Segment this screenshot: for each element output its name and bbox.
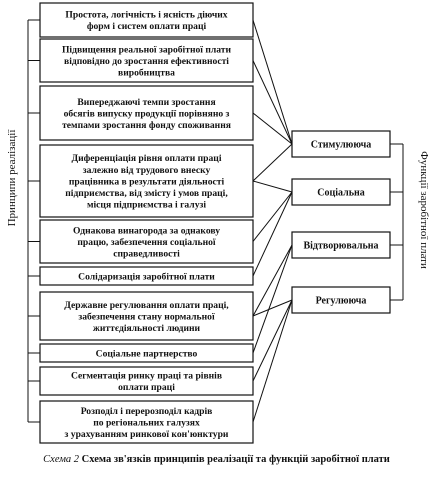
principle-box [39, 343, 254, 363]
connector-line [252, 180, 293, 193]
principle-box [39, 144, 254, 218]
function-3: Відтворювальна [291, 231, 391, 259]
principle-text-line: залежно від трудового внеску [83, 165, 211, 176]
principle-7: Державне регулювання оплати праці,забезп… [39, 291, 254, 341]
principle-text-line: працю, забезпечення соціальної [77, 237, 216, 248]
connectors [27, 19, 404, 423]
principle-text-line: відповідно до зростання ефективності [64, 56, 229, 67]
principle-box [39, 291, 254, 341]
principle-text-line: Соціальне партнерство [96, 348, 198, 359]
principle-box [39, 38, 254, 83]
principle-box [39, 366, 254, 396]
principle-box [39, 85, 254, 141]
caption: Схема 2 Схема зв'язків принципів реаліза… [0, 454, 433, 465]
function-2: Соціальна [291, 178, 391, 206]
principle-text-line: оплати праці [118, 382, 175, 393]
principle-box [39, 266, 254, 286]
connector-line [252, 60, 293, 145]
diagram: Принципи реалізації Функції заробітної п… [6, 2, 430, 444]
principles-column: Простота, логічність і ясність діючихфор… [39, 2, 254, 444]
caption-label: Схема 2 [43, 454, 80, 465]
connector-line [252, 244, 293, 354]
principle-text-line: Випереджаючі темпи зростання [77, 97, 215, 108]
principle-text-line: по регіональних галузях [93, 417, 200, 428]
principle-text-line: Однакова винагорода за однакову [73, 225, 220, 236]
principle-text-line: Сегментація ринку праці та рівнів [71, 371, 222, 382]
principle-text-line: обсягів випуску продукції порівняно з [64, 108, 230, 119]
principle-text-line: Розподіл і перерозподіл кадрів [81, 406, 213, 417]
connector-line [252, 143, 293, 182]
principle-text-line: життєдіяльності людини [93, 323, 201, 334]
connector-line [252, 299, 293, 423]
function-box [291, 286, 391, 314]
function-box [291, 231, 391, 259]
principle-1: Простота, логічність і ясність діючихфор… [39, 2, 254, 38]
principle-text-line: Простота, логічність і ясність діючих [65, 10, 227, 21]
principle-text-line: Диференціація рівня оплати праці [72, 153, 222, 164]
principle-text-line: підприємства, від змісту і умов праці, [65, 188, 228, 199]
principle-box [39, 2, 254, 38]
principle-text-line: справедливості [113, 249, 180, 260]
functions-axis-label: Функції заробітної плати [418, 151, 430, 269]
function-label: Стимулююча [311, 140, 371, 151]
principle-text-line: темпами зростання фонду споживання [62, 120, 231, 131]
principle-text-line: працівника в результати діяльності [69, 176, 225, 187]
caption-text: Схема зв'язків принципів реалізації та ф… [81, 454, 390, 465]
function-label: Відтворювальна [303, 241, 378, 252]
principle-9: Сегментація ринку праці та рівнівоплати … [39, 366, 254, 396]
function-4: Регулююча [291, 286, 391, 314]
principle-text-line: Підвищення реальної заробітної плати [62, 44, 232, 55]
functions-column: СтимулюючаСоціальнаВідтворювальнаРегулюю… [291, 130, 391, 314]
connector-line [252, 112, 293, 145]
connector-line [252, 191, 293, 277]
principle-text-line: виробництва [118, 68, 175, 79]
function-label: Регулююча [316, 296, 367, 307]
principle-4: Диференціація рівня оплати працізалежно … [39, 144, 254, 218]
principle-box [39, 400, 254, 444]
connector-line [252, 19, 293, 145]
principle-box [39, 219, 254, 264]
principle-text-line: з урахуванням ринкової кон'юнктури [65, 429, 229, 440]
principle-6: Солідаризація заробітної плати [39, 266, 254, 286]
connector-line [252, 299, 293, 317]
function-1: Стимулююча [291, 130, 391, 158]
function-box [291, 130, 391, 158]
connector-line [252, 191, 293, 242]
principle-text-line: місця підприємства і галузі [87, 200, 206, 211]
principle-2: Підвищення реальної заробітної плативідп… [39, 38, 254, 83]
principle-text-line: Солідаризація заробітної плати [78, 271, 215, 282]
function-label: Соціальна [317, 188, 365, 199]
principle-8: Соціальне партнерство [39, 343, 254, 363]
principle-text-line: забезпечення стану нормальної [78, 311, 215, 322]
connector-line [252, 244, 293, 317]
principle-text-line: Державне регулювання оплати праці, [64, 300, 229, 311]
principle-text-line: форм і систем оплати праці [87, 21, 207, 32]
connector-line [252, 299, 293, 382]
principles-axis-label: Принципи реалізації [6, 129, 18, 227]
function-box [291, 178, 391, 206]
